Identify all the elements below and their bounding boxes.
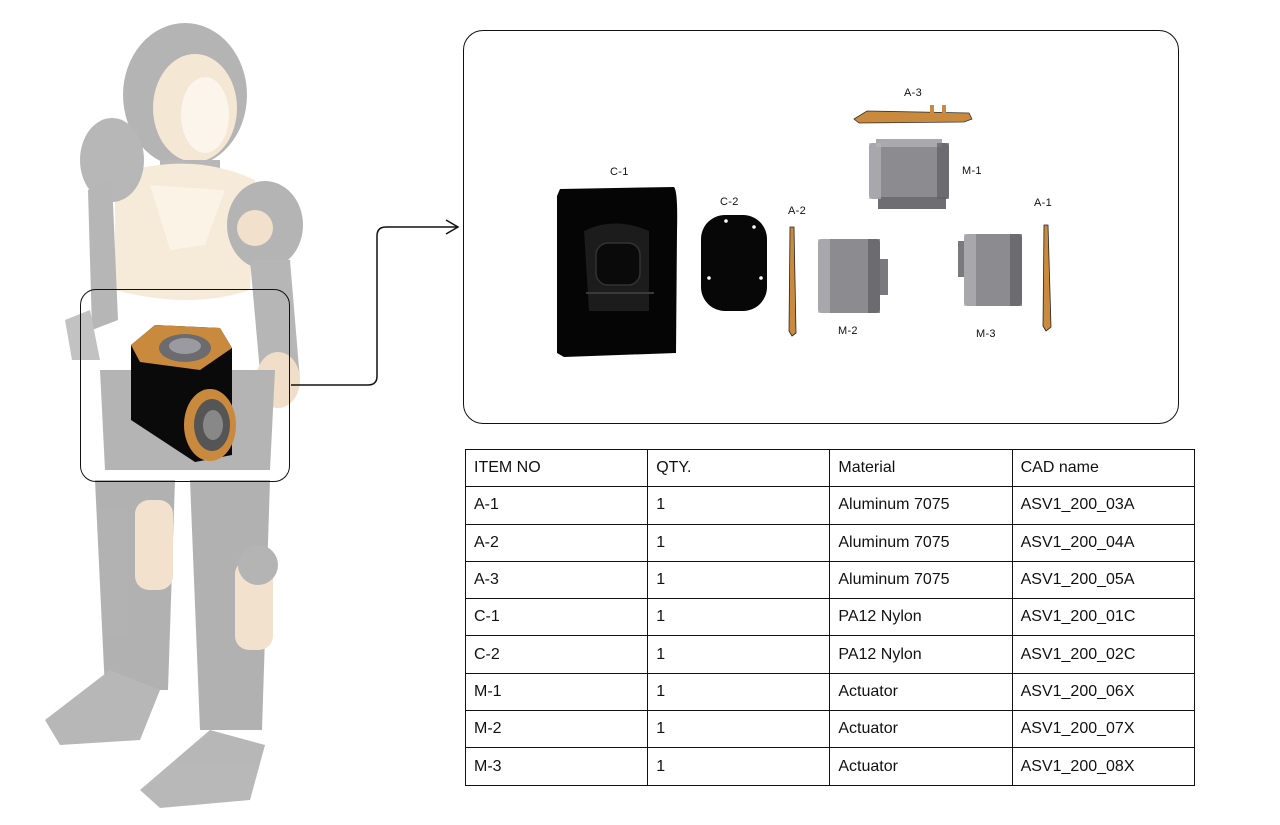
cell-material: PA12 Nylon <box>829 598 1013 637</box>
cell-material: Aluminum 7075 <box>829 560 1013 600</box>
label-c1: C-1 <box>610 166 629 178</box>
cell-item-no: A-1 <box>464 486 649 525</box>
exploded-view-panel: C-1 C-2 A-2 A-3 M-1 M-2 M-3 A-1 <box>463 30 1179 424</box>
label-m2: M-2 <box>838 325 858 337</box>
part-c2-cover <box>701 215 767 311</box>
cell-item-no: M-1 <box>464 672 649 712</box>
label-m1: M-1 <box>962 165 982 177</box>
cell-cad-name: ASV1_200_02C <box>1011 635 1196 674</box>
cell-qty: 1 <box>647 486 831 525</box>
cell-material: Aluminum 7075 <box>829 523 1013 562</box>
robot-illustration <box>45 23 303 808</box>
cell-cad-name: ASV1_200_08X <box>1011 747 1196 786</box>
cell-qty: 1 <box>647 672 831 712</box>
cell-material: Actuator <box>829 747 1013 786</box>
part-c1-housing <box>557 187 678 357</box>
header-material: Material <box>829 448 1013 488</box>
label-a3: A-3 <box>904 87 923 99</box>
header-cad-name: CAD name <box>1011 448 1196 488</box>
table-header-row: ITEM NO QTY. Material CAD name <box>464 448 1196 488</box>
cell-cad-name: ASV1_200_04A <box>1011 523 1196 562</box>
cell-cad-name: ASV1_200_05A <box>1011 560 1196 600</box>
cell-item-no: A-3 <box>464 560 649 600</box>
part-a1-plate <box>1042 224 1052 332</box>
cell-item-no: M-3 <box>464 747 649 786</box>
cell-item-no: C-2 <box>464 635 649 674</box>
cell-item-no: A-2 <box>464 523 649 562</box>
cell-item-no: C-1 <box>464 598 649 637</box>
label-a1: A-1 <box>1034 197 1053 209</box>
cell-qty: 1 <box>647 560 831 600</box>
cell-material: Actuator <box>829 672 1013 712</box>
label-a2: A-2 <box>788 205 807 217</box>
header-item-no: ITEM NO <box>464 448 649 488</box>
cell-qty: 1 <box>647 710 831 749</box>
cell-qty: 1 <box>647 523 831 562</box>
part-m3-actuator <box>958 234 1022 306</box>
cell-qty: 1 <box>647 747 831 786</box>
cell-cad-name: ASV1_200_01C <box>1011 598 1196 637</box>
zoom-highlight-box <box>80 289 290 482</box>
part-a3-plate <box>853 105 973 124</box>
part-m2-actuator <box>818 239 888 313</box>
cell-cad-name: ASV1_200_06X <box>1011 672 1196 712</box>
part-a2-plate <box>788 226 797 337</box>
cell-cad-name: ASV1_200_07X <box>1011 710 1196 749</box>
cell-material: PA12 Nylon <box>829 635 1013 674</box>
label-c2: C-2 <box>720 196 739 208</box>
label-m3: M-3 <box>976 328 996 340</box>
cell-material: Aluminum 7075 <box>829 486 1013 525</box>
cell-qty: 1 <box>647 635 831 674</box>
header-qty: QTY. <box>647 448 831 488</box>
cell-qty: 1 <box>647 598 831 637</box>
cell-material: Actuator <box>829 710 1013 749</box>
cell-cad-name: ASV1_200_03A <box>1011 486 1196 525</box>
cell-item-no: M-2 <box>464 710 649 749</box>
part-m1-actuator <box>869 139 949 209</box>
hip-module-highlight <box>131 325 236 462</box>
